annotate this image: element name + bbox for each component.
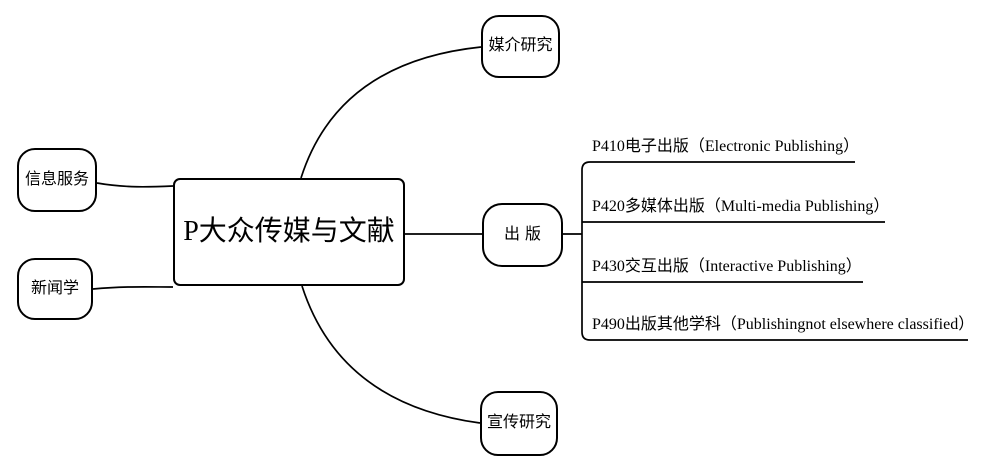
edge-root-propaganda-research — [301, 285, 481, 424]
node-media-research: 媒介研究 — [481, 15, 560, 78]
node-journalism: 新闻学 — [17, 258, 93, 320]
node-publishing: 出版 — [482, 203, 563, 267]
branch-label-p490: P490出版其他学科（Publishingnot elsewhere class… — [592, 316, 975, 333]
node-propaganda-research-label: 宣传研究 — [486, 414, 551, 432]
edge-journalism-root — [92, 285, 174, 290]
node-root-label: P大众传媒与文献 — [183, 215, 395, 247]
node-propaganda-research: 宣传研究 — [480, 391, 558, 456]
branch-label-p410: P410电子出版（Electronic Publishing） — [592, 138, 860, 155]
branch-label-p420: P420多媒体出版（Multi-media Publishing） — [592, 198, 890, 215]
node-journalism-label: 新闻学 — [30, 279, 79, 297]
branch-trunk — [581, 161, 968, 341]
edge-information-service-root — [96, 182, 174, 188]
node-media-research-label: 媒介研究 — [488, 37, 553, 55]
branch-label-p430: P430交互出版（Interactive Publishing） — [592, 258, 862, 275]
node-information-service-label: 信息服务 — [24, 170, 89, 188]
edge-root-media-research — [300, 46, 482, 179]
node-root: P大众传媒与文献 — [173, 178, 405, 286]
node-publishing-label: 出版 — [503, 225, 546, 243]
node-information-service: 信息服务 — [17, 148, 97, 212]
